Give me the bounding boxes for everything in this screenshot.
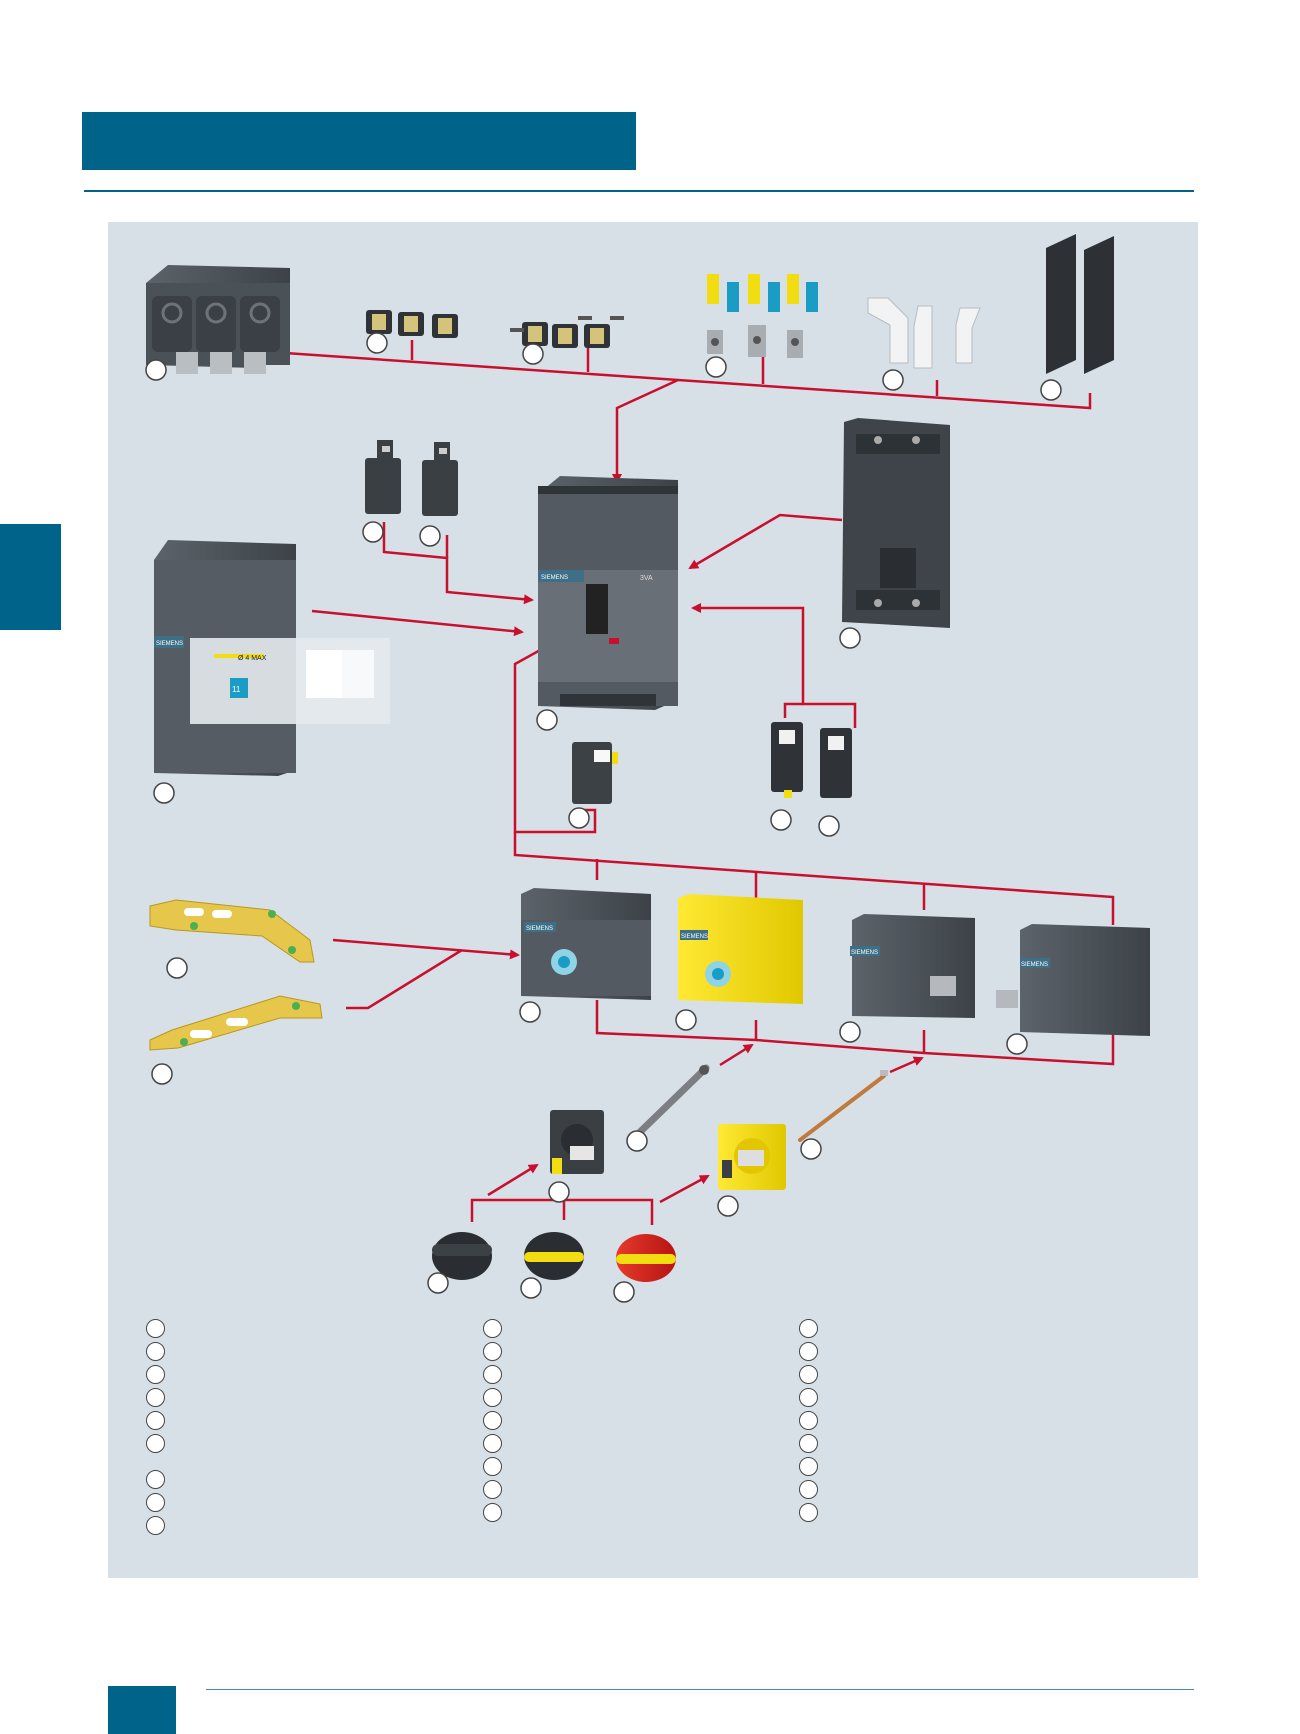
chapter-side-tab <box>0 524 61 630</box>
auxiliary-switch-icon <box>572 742 618 804</box>
rotary-handle-yellow-icon <box>524 1232 584 1280</box>
operator-brand-label: SIEMENS <box>851 950 878 956</box>
legend-marker <box>483 1388 502 1407</box>
legend-marker <box>483 1457 502 1476</box>
legend-marker <box>146 1493 165 1512</box>
legend-marker <box>799 1365 818 1384</box>
mounting-plate-icon <box>842 418 950 628</box>
legend-marker <box>483 1480 502 1499</box>
callout-markers <box>145 332 1062 1303</box>
circuit-breaker-icon: SIEMENS 3VA <box>538 476 678 710</box>
connector-lines <box>284 340 1115 1225</box>
rotary-handle-red-icon <box>616 1234 676 1282</box>
extension-shaft-icon <box>636 1064 888 1142</box>
auxiliary-release-icon <box>365 440 458 516</box>
section-header-bar <box>82 112 636 170</box>
auxiliary-switch-icon <box>771 722 852 798</box>
door-handle-icon <box>550 1110 604 1174</box>
legend-marker <box>146 1365 165 1384</box>
rotary-operator-yellow-icon: SIEMENS <box>678 894 803 1004</box>
box-terminal-icon <box>510 316 624 348</box>
door-handle-icon <box>718 1124 786 1190</box>
plugin-brand-label: SIEMENS <box>156 641 183 647</box>
legend-marker <box>146 1411 165 1430</box>
motor-operator-icon: SIEMENS <box>850 914 975 1018</box>
legend-marker <box>483 1365 502 1384</box>
padlock-label: Ø 4 MAX <box>238 655 267 662</box>
box-terminal-icon <box>366 310 458 338</box>
legend-marker <box>799 1457 818 1476</box>
legend-marker <box>146 1319 165 1338</box>
legend-marker <box>799 1388 818 1407</box>
legend-marker <box>799 1319 818 1338</box>
busbar-extension-icon <box>867 297 981 369</box>
legend-marker <box>483 1434 502 1453</box>
indicator-label: 11 <box>232 685 241 694</box>
legend-marker <box>146 1470 165 1489</box>
legend-marker <box>799 1503 818 1522</box>
legend-marker <box>799 1342 818 1361</box>
plugin-socket-icon: SIEMENS Ø 4 MAX 11 <box>154 540 390 776</box>
legend-marker <box>483 1342 502 1361</box>
legend-marker <box>146 1516 165 1535</box>
breaker-brand-label: SIEMENS <box>541 575 568 581</box>
breaker-model-label: 3VA <box>640 575 653 582</box>
terminal-cover-icon <box>146 265 290 374</box>
rotary-handle-black-icon <box>432 1232 492 1280</box>
legend-marker <box>146 1388 165 1407</box>
legend-marker <box>483 1411 502 1430</box>
accessory-overview-panel <box>108 222 1198 1578</box>
legend-marker <box>483 1319 502 1338</box>
operator-brand-label: SIEMENS <box>681 934 708 940</box>
legend-marker <box>483 1503 502 1522</box>
header-divider <box>84 190 1194 192</box>
legend-marker <box>799 1434 818 1453</box>
motor-operator-icon: SIEMENS <box>996 924 1150 1036</box>
phase-barrier-icon <box>1046 234 1114 374</box>
page-number-tab <box>108 1686 176 1734</box>
legend-marker <box>799 1411 818 1430</box>
operator-brand-label: SIEMENS <box>526 926 553 932</box>
legend-marker <box>146 1434 165 1453</box>
interlock-icon <box>149 899 315 963</box>
rotary-operator-gray-icon: SIEMENS <box>521 888 651 1000</box>
interlock-icon <box>149 995 323 1051</box>
footer-divider <box>206 1689 1194 1690</box>
legend-marker <box>799 1480 818 1499</box>
cable-lug-icon <box>707 274 818 358</box>
operator-brand-label: SIEMENS <box>1021 962 1048 968</box>
legend-marker <box>146 1342 165 1361</box>
